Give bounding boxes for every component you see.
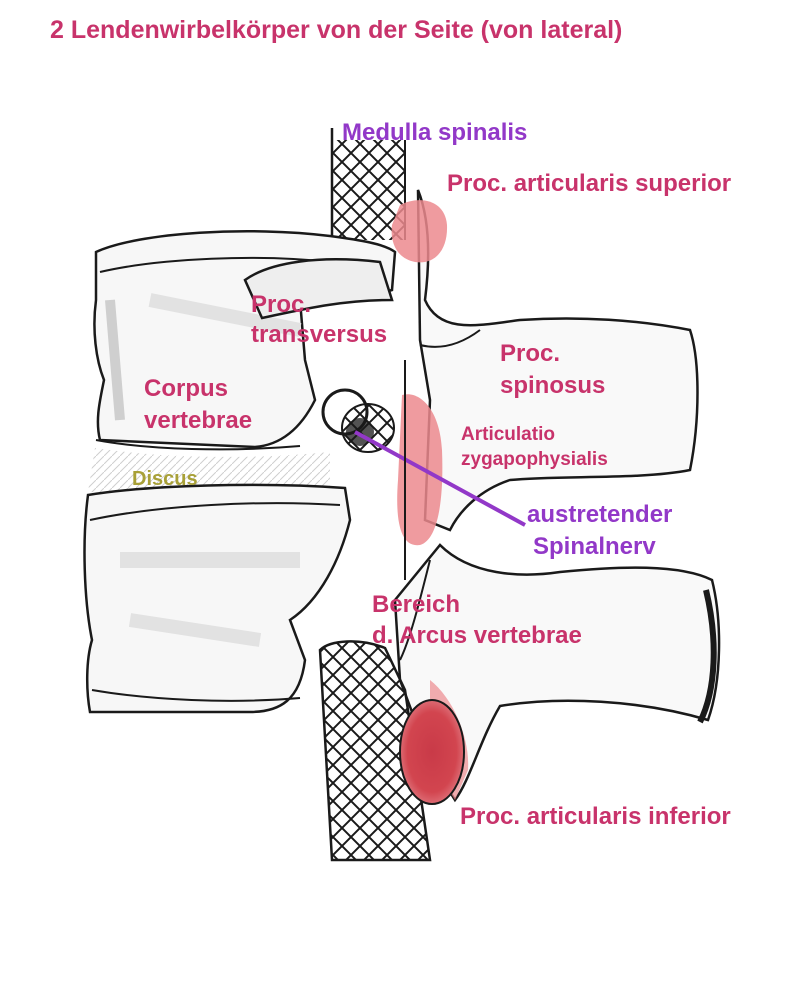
spinal-cord-upper [330,128,406,240]
label-discus: Discus [132,468,198,490]
lower-vertebral-body [83,483,352,714]
inferior-articular-process [399,699,465,805]
label-proc-spinosus-line2: spinosus [500,372,606,399]
label-articulatio-line2: zygapophysialis [461,449,608,470]
spinal-nerve-pointer [354,430,526,527]
upper-spinous-process [416,189,699,532]
label-proc-articularis-inferior: Proc. articularis inferior [460,803,731,830]
label-corpus-vertebrae-line1: Corpus [144,375,228,402]
superior-articular-process [391,200,448,263]
intervertebral-disc [88,448,330,494]
label-arcus-line1: Bereich [372,591,461,618]
label-proc-transversus-line2: transversus [251,321,388,348]
label-medulla-spinalis: Medulla spinalis [342,119,528,146]
label-proc-articularis-superior: Proc. articularis superior [447,170,732,197]
label-proc-spinosus-line1: Proc. [500,340,561,367]
upper-transverse-process [243,258,394,320]
diagram-title: 2 Lendenwirbelkörper von der Seite (von … [50,16,623,44]
intervertebral-foramen [321,388,395,453]
label-corpus-vertebrae-line2: vertebrae [144,407,253,434]
arch-outline [399,360,431,661]
label-arcus-line2: d. Arcus vertebrae [372,622,582,649]
label-proc-transversus-line1: Proc. [251,291,312,318]
label-spinalnerv-line1: austretender [527,501,673,528]
label-articulatio-line1: Articulatio [461,424,555,445]
label-spinalnerv-line2: Spinalnerv [533,533,656,560]
zygapophyseal-joint [397,394,443,546]
lower-spinous-process [393,543,721,803]
